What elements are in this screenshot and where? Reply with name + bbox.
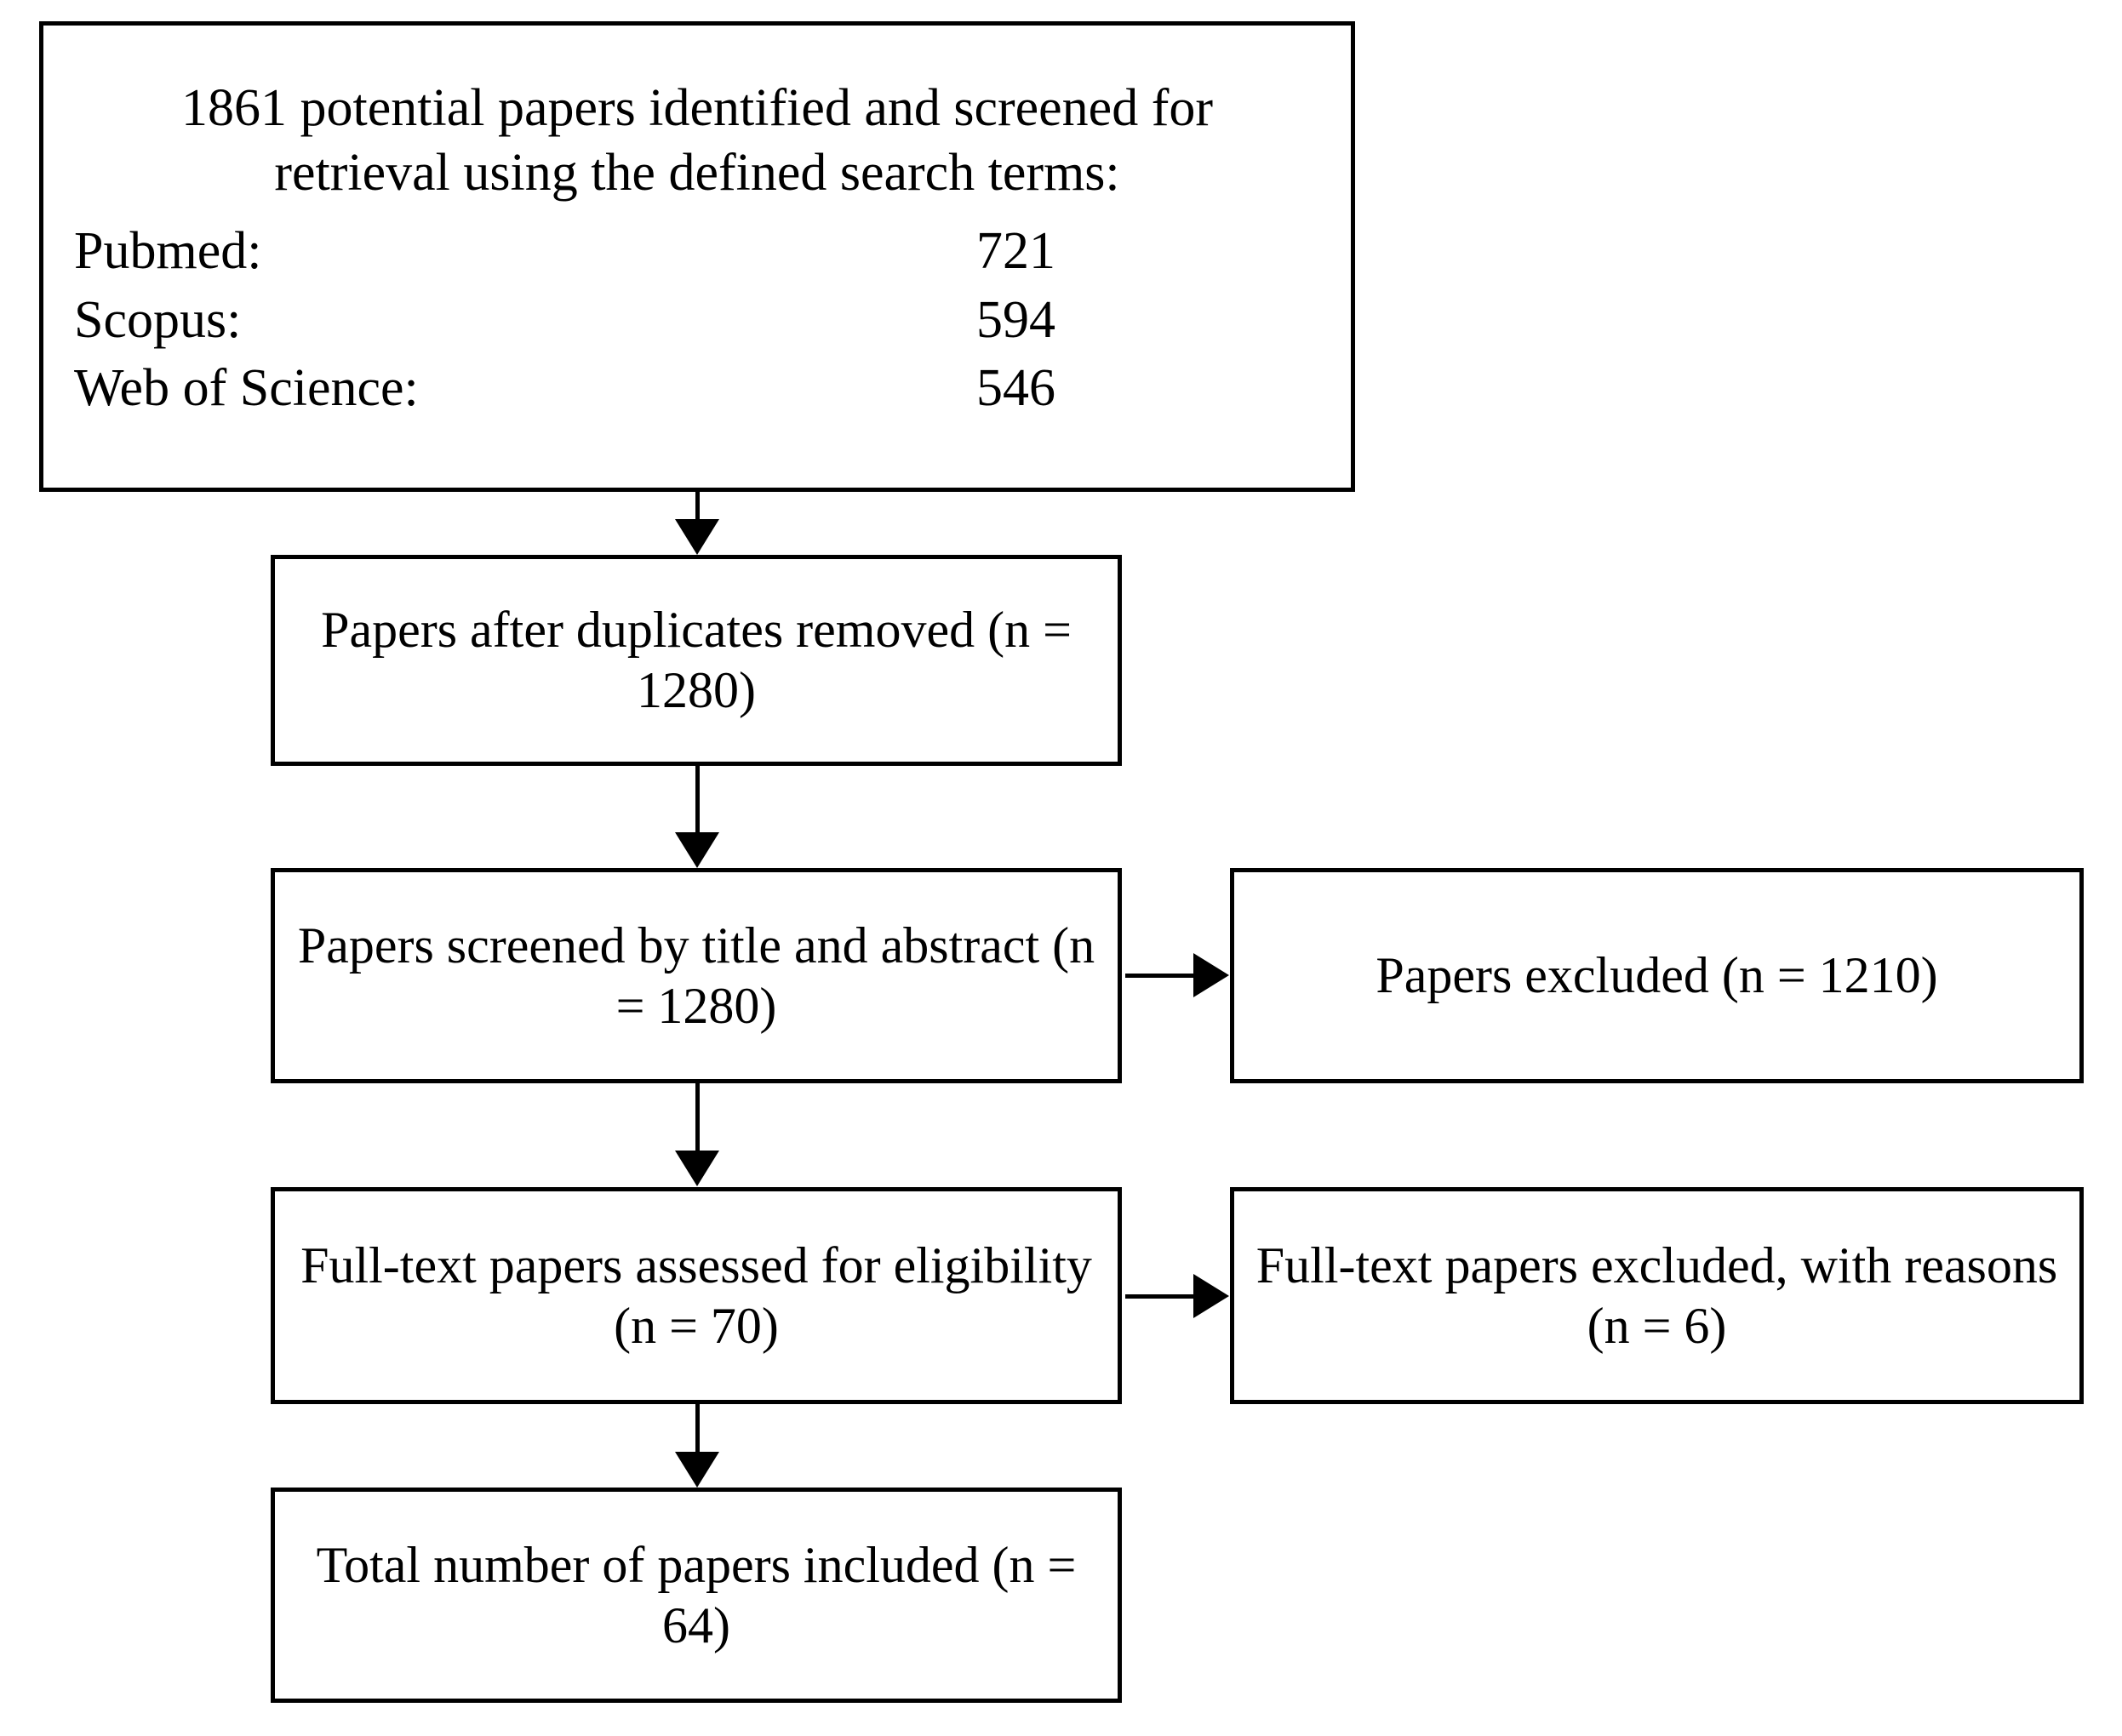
arrow-shaft (1125, 974, 1198, 978)
identification-heading: 1861 potential papers identified and scr… (181, 79, 1213, 202)
node-fulltext-excluded: Full-text papers excluded, with reasons … (1230, 1187, 2084, 1404)
node-papers-excluded: Papers excluded (n = 1210) (1230, 868, 2084, 1083)
node-duplicates-removed-label: Papers after duplicates removed (n = 128… (321, 602, 1072, 718)
source-row-web-of-science: Web of Science: 546 (64, 354, 1330, 423)
node-identification: 1861 potential papers identified and scr… (39, 21, 1355, 492)
arrow-head-down-icon (675, 1151, 719, 1186)
node-screened-title-abstract-label: Papers screened by title and abstract (n… (297, 917, 1095, 1034)
source-row-scopus: Scopus: 594 (64, 286, 1330, 355)
node-total-included-label: Total number of papers included (n = 64) (316, 1536, 1077, 1653)
identification-content: 1861 potential papers identified and scr… (43, 26, 1351, 423)
arrow-head-down-icon (675, 832, 719, 868)
source-label-pubmed: Pubmed: (74, 222, 262, 281)
node-duplicates-removed: Papers after duplicates removed (n = 128… (271, 555, 1122, 766)
source-label-scopus: Scopus: (74, 290, 242, 349)
source-row-pubmed: Pubmed: 721 (64, 217, 1330, 286)
arrow-head-down-icon (675, 1452, 719, 1488)
source-count-pubmed: 721 (976, 222, 1055, 281)
node-screened-title-abstract: Papers screened by title and abstract (n… (271, 868, 1122, 1083)
arrow-head-right-icon (1193, 953, 1229, 997)
arrow-head-right-icon (1193, 1274, 1229, 1318)
node-papers-excluded-label: Papers excluded (n = 1210) (1376, 947, 1938, 1004)
source-label-web-of-science: Web of Science: (74, 359, 419, 418)
arrow-shaft (695, 764, 700, 837)
source-count-web-of-science: 546 (976, 359, 1055, 418)
arrow-shaft (695, 1082, 700, 1156)
arrow-head-down-icon (675, 519, 719, 555)
arrow-shaft (695, 492, 700, 524)
node-fulltext-assessed: Full-text papers assessed for eligibilit… (271, 1187, 1122, 1404)
source-count-list: Pubmed: 721 Scopus: 594 Web of Science: … (64, 217, 1330, 423)
arrow-shaft (695, 1402, 700, 1459)
node-fulltext-excluded-label: Full-text papers excluded, with reasons … (1255, 1236, 2058, 1354)
node-total-included: Total number of papers included (n = 64) (271, 1488, 1122, 1703)
node-fulltext-assessed-label: Full-text papers assessed for eligibilit… (300, 1236, 1092, 1354)
arrow-shaft (1125, 1294, 1198, 1299)
source-count-scopus: 594 (976, 290, 1055, 349)
